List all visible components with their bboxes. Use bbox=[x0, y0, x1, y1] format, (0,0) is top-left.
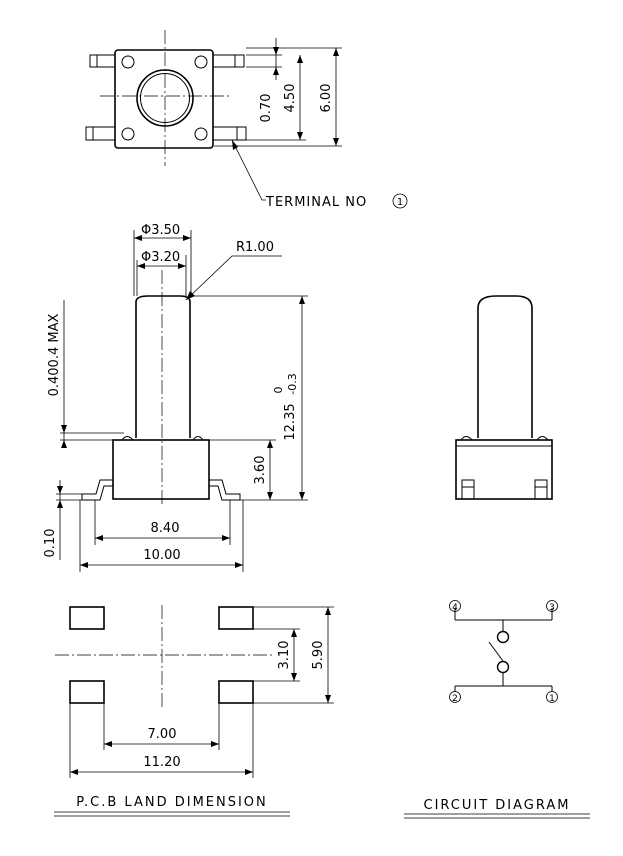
dim-terminal-gap: 0.70 bbox=[259, 94, 274, 123]
terminal-label: TERMINAL NO bbox=[265, 195, 367, 210]
dim-pad-pitch-outer: 11.20 bbox=[143, 755, 180, 770]
pin-1: 1 bbox=[549, 694, 555, 704]
pcb-land-caption: P.C.B LAND DIMENSION bbox=[76, 795, 268, 810]
top-body-outline bbox=[114, 49, 214, 149]
dim-gap: 0.400.4 MAX bbox=[47, 314, 62, 397]
terminal-marker-circle bbox=[392, 193, 408, 209]
dim-pad-inner-gap: 3.10 bbox=[277, 641, 292, 670]
top-plunger-outer bbox=[136, 69, 194, 127]
dim-height-nominal: 12.35 bbox=[283, 403, 298, 440]
front-body bbox=[112, 439, 210, 500]
dim-inner-dia: Φ3.20 bbox=[141, 250, 180, 265]
pcb-pad-bottom-right bbox=[218, 680, 254, 704]
front-view: Φ3.50 Φ3.20 R1.00 0.400.4 MAX 12.35 0 -0… bbox=[43, 223, 308, 572]
pin-4: 4 bbox=[452, 603, 458, 613]
pcb-pad-bottom-left bbox=[69, 680, 105, 704]
dim-pad-outer-span: 5.90 bbox=[311, 641, 326, 670]
top-view: 0.70 4.50 6.00 TERMINAL NO 1 bbox=[85, 30, 408, 210]
side-plunger bbox=[477, 295, 533, 438]
dim-height-tol-lower: -0.3 bbox=[286, 373, 299, 394]
dim-body-length: 8.40 bbox=[151, 521, 180, 536]
dim-radius: R1.00 bbox=[236, 240, 274, 255]
pcb-pad-top-right bbox=[218, 606, 254, 630]
dim-outer-dia: Φ3.50 bbox=[141, 223, 180, 238]
front-plunger bbox=[135, 295, 191, 438]
circuit-diagram: 4 3 2 1 CIRCUIT DIAGRAM bbox=[404, 600, 590, 819]
side-body bbox=[455, 439, 553, 500]
dim-height-tol-upper: 0 bbox=[272, 387, 285, 394]
circuit-caption: CIRCUIT DIAGRAM bbox=[424, 798, 571, 813]
terminal-marker: 1 bbox=[397, 197, 403, 208]
dim-pad-pitch-inner: 7.00 bbox=[148, 727, 177, 742]
dim-pitch-short: 4.50 bbox=[283, 84, 298, 113]
pin-3: 3 bbox=[549, 603, 555, 613]
pcb-pad-top-left bbox=[69, 606, 105, 630]
pin-2: 2 bbox=[452, 694, 458, 704]
dim-body-height: 3.60 bbox=[253, 456, 268, 485]
dim-body-width: 6.00 bbox=[319, 84, 334, 113]
dim-lead-thick: 0.10 bbox=[43, 529, 58, 558]
dim-total-length: 10.00 bbox=[143, 548, 180, 563]
top-plunger-inner bbox=[140, 73, 190, 123]
pcb-land: 3.10 5.90 7.00 11.20 P.C.B LAND DIMENSIO… bbox=[54, 605, 334, 817]
side-view bbox=[455, 295, 553, 500]
